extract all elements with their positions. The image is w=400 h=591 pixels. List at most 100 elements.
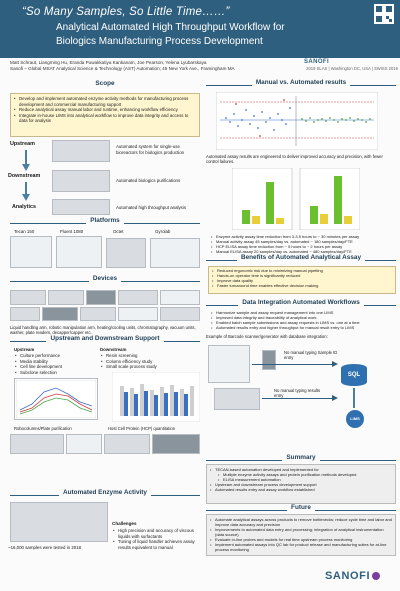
manual-vs-auto-title: Manual vs. Automated results xyxy=(206,79,396,86)
benefit-bullet: Reduced ergonomic risk due to minimizing… xyxy=(211,268,393,273)
downstream-desc: Automated biologics purifications xyxy=(116,178,181,183)
scope-box: Develop and implement automated enzyme a… xyxy=(10,93,200,137)
throughput-bar-charts xyxy=(232,168,360,230)
device-image xyxy=(160,307,200,321)
summary-bullet: TECAN-based automation developed and imp… xyxy=(209,467,393,472)
device-image xyxy=(10,307,40,321)
integration-bullet: Improved data integrity and traceability… xyxy=(210,315,398,320)
header-banner: “So Many Samples, So Little Time……” Anal… xyxy=(0,0,400,58)
platforms-title: Platforms xyxy=(10,217,200,224)
throughput-bullet: Manual ELISA assay 20 samples/day vs. au… xyxy=(210,249,398,254)
flow-downstream-label: Downstream xyxy=(8,173,41,179)
upstream-list: Culture performance Media stability Cell… xyxy=(14,353,96,375)
device-image xyxy=(42,307,78,321)
label-sample-id: No manual typing Sample ID entry xyxy=(284,350,338,360)
lims-icon: LIMS xyxy=(346,410,364,428)
summary-bullet: Upstream and downstream process developm… xyxy=(209,482,393,487)
downstream-image xyxy=(52,170,110,192)
support-upstream-head: Upstream xyxy=(14,347,35,352)
future-bullet: Improvements to automated data entry and… xyxy=(209,527,393,537)
sanofi-logo-footer: SANOFI xyxy=(325,570,381,582)
enzyme-title: Automated Enzyme Activity xyxy=(10,489,200,496)
benefits-box: Reduced ergonomic risk due to minimizing… xyxy=(208,266,396,294)
devices-title: Devices xyxy=(10,275,200,282)
summary-box: TECAN-based automation developed and imp… xyxy=(206,464,396,504)
benefit-bullet: Hands-on operator time is significantly … xyxy=(211,273,393,278)
device-image xyxy=(160,290,200,305)
future-box: Automate analytical assays across produc… xyxy=(206,514,396,556)
poster-title: “So Many Samples, So Little Time……” xyxy=(22,6,230,18)
integration-example: Example of Barcode scanner/generator wit… xyxy=(206,334,328,339)
gyrolab-image xyxy=(150,238,200,268)
hcp-instrument-image xyxy=(152,434,200,454)
upstream-item: Culture performance xyxy=(14,353,96,359)
tecan-image xyxy=(10,236,52,268)
downstream-item: Small scale process study xyxy=(100,364,200,370)
summary-bullet: Automated results entry and assay workfl… xyxy=(209,487,393,492)
downstream-item: Resin screening xyxy=(100,353,200,359)
summary-sub-bullet: ELISA measurement automation xyxy=(209,477,393,482)
poster-subtitle-line1: Analytical Automated High Throughput Wor… xyxy=(56,22,285,33)
analytics-image xyxy=(52,199,110,215)
arrow-down-icon xyxy=(22,194,30,201)
upstream-item: Cell line development xyxy=(14,364,96,370)
database-icon: SQL xyxy=(341,364,367,386)
fluent-image xyxy=(56,236,102,268)
platform-label-gyrolab: Gyrolab xyxy=(155,229,171,234)
benefit-bullet: Faster turnaround time enables effective… xyxy=(211,283,393,288)
future-title: Future xyxy=(206,504,396,511)
logo-swirl-icon xyxy=(372,572,381,581)
challenges-head: Challenges xyxy=(112,521,137,526)
robocolumn-image xyxy=(10,434,64,454)
device-image xyxy=(86,290,116,305)
integration-bullet: Harmonize sample and assay request manag… xyxy=(210,310,398,315)
integration-bullet: Enabled batch sample submissions and ass… xyxy=(210,320,398,325)
device-image xyxy=(118,307,158,321)
plate-reader-image xyxy=(214,388,260,410)
scope-bullet: Develop and implement automated enzyme a… xyxy=(13,96,197,107)
support-downstream-head: Downstream xyxy=(100,347,127,352)
scope-bullet: Integrate in-house LIMS into analytical … xyxy=(13,113,197,124)
device-image xyxy=(118,290,158,305)
flow-analytics-label: Analytics xyxy=(12,204,36,210)
integration-bullet: Automated results entry and higher throu… xyxy=(210,325,398,330)
device-image xyxy=(80,307,116,321)
samples-footnote: ~16,000 samples were tested in 2018 xyxy=(8,545,82,550)
throughput-bullet: HCP ELISA assay time reduction from ~ 5 … xyxy=(210,244,398,249)
summary-title: Summary xyxy=(206,454,396,461)
barcode-scanner-image xyxy=(208,345,250,383)
device-image xyxy=(10,290,46,305)
scope-bullet: Reduce analytical assay manual labor and… xyxy=(13,107,197,113)
footer-logo-text: SANOFI xyxy=(325,570,371,582)
hcp-image xyxy=(104,434,150,454)
platform-label-fluent: Fluent 1080 xyxy=(60,229,84,234)
upstream-item: Media stability xyxy=(14,359,96,365)
challenges-list: High precision and accuracy of viscous l… xyxy=(112,528,202,550)
devices-caption: Liquid handling arm, robotic manipulatio… xyxy=(10,325,196,336)
scope-title: Scope xyxy=(10,80,200,87)
throughput-bullet: Enzyme activity assay time reduction fro… xyxy=(210,234,398,239)
analytics-desc: Automated high throughput analysis xyxy=(116,205,187,210)
platform-label-tecan: Tecan 150 xyxy=(14,229,35,234)
future-bullet: Automate analytical assays across produc… xyxy=(209,517,393,527)
octet-image xyxy=(106,238,146,268)
plate-image xyxy=(66,434,102,454)
upstream-desc: Automated system for single-use bioreact… xyxy=(116,144,185,155)
upstream-image xyxy=(52,140,110,162)
support-title: Upstream and Downstream Support xyxy=(10,335,200,342)
author-block: Matt Schraut, Liangming Hu, Eranda Puwak… xyxy=(10,60,300,72)
label-results: No manual typing results entry xyxy=(274,388,321,398)
integration-bullets: Harmonize sample and assay request manag… xyxy=(210,310,398,330)
device-image xyxy=(48,290,84,305)
benefits-title: Benefits of Automated Analytical Assay xyxy=(206,254,396,261)
downstream-chart xyxy=(112,372,200,422)
future-bullet: Implement automated assays into QC lab f… xyxy=(209,542,393,552)
poster-subtitle-line2: Biologics Manufacturing Process Developm… xyxy=(56,36,263,47)
upstream-item: Subclone selection xyxy=(14,370,96,376)
benefit-bullet: Improve data quality xyxy=(211,278,393,283)
support-caption-left: Robocolumns/Plate purification xyxy=(14,426,72,431)
platform-label-octet: Octet xyxy=(113,229,124,234)
future-bullet: Evaluate in-line probes and models for r… xyxy=(209,537,393,542)
arrow-right-icon xyxy=(332,395,338,401)
